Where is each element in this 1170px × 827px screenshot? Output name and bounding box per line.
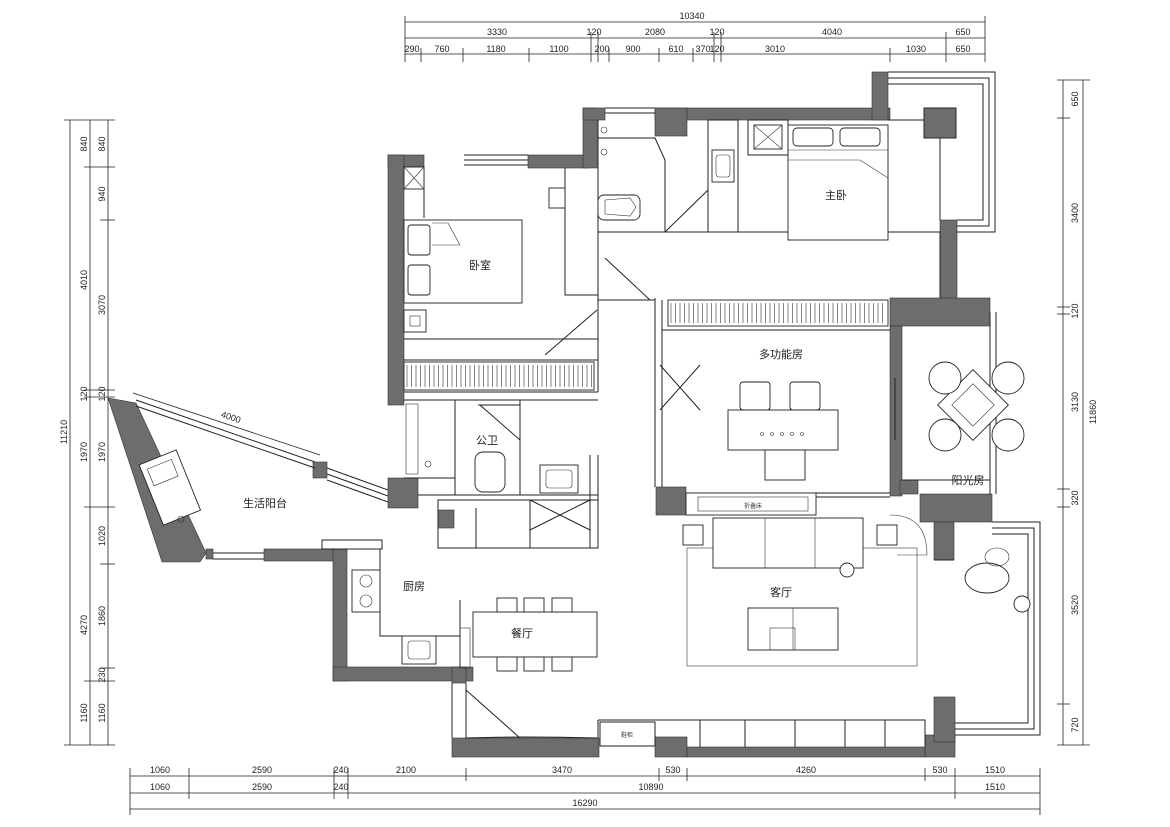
dim-top-r3-4: 1100 (549, 44, 568, 54)
dim-bot-r1-5: 3470 (552, 765, 572, 775)
dim-left-c1-5: 4270 (79, 615, 89, 635)
master-bath-fixtures (597, 126, 735, 221)
sunroom-table (928, 361, 1025, 452)
dim-top-r2-5: 4040 (822, 27, 842, 37)
dim-bot-r1-4: 2100 (396, 765, 416, 775)
dim-right-2: 3400 (1070, 203, 1080, 223)
dim-top-r2-1: 3330 (487, 27, 507, 37)
dim-top-r3-8: 370 (695, 44, 710, 54)
top-dimensions: 10340 3330 120 2080 120 4040 650 290 760… (404, 11, 986, 62)
dim-top-r3-12: 650 (955, 44, 970, 54)
dim-right-total: 11860 (1088, 400, 1098, 424)
dim-top-r2-2: 120 (586, 27, 601, 37)
multi-room-wardrobe (667, 299, 889, 327)
dim-right-5: 320 (1070, 490, 1080, 505)
kitchen-fixtures (351, 569, 471, 669)
dim-top-r3-10: 3010 (765, 44, 785, 54)
dim-bot-r2-1: 1060 (150, 782, 170, 792)
dim-top-r2-6: 650 (955, 27, 970, 37)
dim-top-r3-5: 200 (594, 44, 609, 54)
dim-bot-r1-6: 530 (665, 765, 680, 775)
dim-right-1: 650 (1070, 91, 1080, 106)
label-bedroom: 卧室 (469, 258, 491, 272)
dim-bot-r2-4: 10890 (638, 782, 663, 792)
dim-top-r3-6: 900 (625, 44, 640, 54)
dim-left-total: 11210 (59, 420, 69, 444)
dim-left-c2-3: 3070 (97, 295, 107, 315)
dim-top-r2-4: 120 (709, 27, 724, 37)
label-folding-bed: 折叠床 (744, 502, 762, 510)
left-dimensions: 11210 840 4010 120 1970 4270 1160 840 94… (59, 119, 115, 746)
dim-top-r3-7: 610 (668, 44, 683, 54)
dim-bot-r1-3: 240 (333, 765, 348, 775)
dim-bot-r1-9: 1510 (985, 765, 1005, 775)
dim-left-c2-4: 120 (97, 386, 107, 401)
living-furniture (682, 514, 1031, 667)
dim-left-c2-1: 840 (97, 136, 107, 151)
bottom-dimensions: 1060 2590 240 2100 3470 530 4260 530 151… (129, 765, 1041, 815)
dim-left-c2-9: 1160 (97, 703, 107, 722)
bedroom-wardrobe (403, 361, 595, 391)
dim-top-r3-9: 120 (709, 44, 724, 54)
dining-table (472, 597, 598, 672)
dim-left-c2-7: 1860 (97, 606, 107, 626)
label-sunroom: 阳光房 (952, 473, 985, 487)
balcony-fixtures (138, 449, 202, 526)
dim-top-r3-2: 760 (434, 44, 449, 54)
dim-bot-r1-1: 1060 (150, 765, 170, 775)
dim-bot-r2-3: 240 (333, 782, 348, 792)
dim-top-r3-1: 290 (404, 44, 419, 54)
dim-top-r3-3: 1180 (486, 44, 505, 54)
dim-bot-r1-2: 2590 (252, 765, 272, 775)
label-bathroom: 公卫 (476, 434, 498, 447)
dim-top-r3-11: 1030 (906, 44, 926, 54)
dim-bot-r1-8: 530 (932, 765, 947, 775)
right-dimensions: 650 3400 120 3130 320 3520 720 11860 (1057, 79, 1098, 746)
dim-top-total: 10340 (679, 11, 704, 21)
dim-bot-total: 16290 (572, 798, 597, 808)
label-living-room: 客厅 (770, 585, 792, 599)
dim-right-3: 120 (1070, 303, 1080, 318)
dim-right-7: 720 (1070, 717, 1080, 732)
dim-left-c2-2: 940 (97, 186, 107, 201)
dim-left-c1-4: 1970 (79, 442, 89, 462)
dim-left-c1-2: 4010 (79, 270, 89, 290)
label-cabinet: 鞋柜 (621, 731, 633, 739)
dim-left-c2-8: 230 (97, 667, 107, 682)
dim-right-4: 3130 (1070, 392, 1080, 412)
dim-left-c2-6: 1020 (97, 526, 107, 546)
label-kitchen: 厨房 (403, 580, 425, 593)
label-multi-room: 多功能房 (759, 347, 803, 361)
dim-right-6: 3520 (1070, 595, 1080, 615)
dim-left-c1-1: 840 (79, 136, 89, 151)
dim-bot-r1-7: 4260 (796, 765, 816, 775)
dim-bot-r2-2: 2590 (252, 782, 272, 792)
label-living-balcony: 生活阳台 (243, 496, 287, 510)
room-labels: 主卧 卧室 多功能房 公卫 阳光房 生活阳台 厨房 餐厅 客厅 折叠床 鞋柜 (243, 189, 985, 739)
bedroom-bed (403, 166, 566, 333)
master-bed (753, 107, 957, 241)
dim-left-c1-3: 120 (79, 386, 89, 401)
dim-left-c2-5: 1970 (97, 442, 107, 462)
label-master-bedroom: 主卧 (825, 189, 847, 202)
dim-top-r2-3: 2080 (645, 27, 665, 37)
multi-room-desk (685, 381, 839, 516)
dim-left-c1-6: 1160 (79, 703, 89, 722)
balcony-length-dim: 4000 (132, 392, 321, 456)
bathroom-fixtures (405, 403, 579, 494)
label-dining: 餐厅 (511, 626, 533, 640)
dim-bot-r2-5: 1510 (985, 782, 1005, 792)
